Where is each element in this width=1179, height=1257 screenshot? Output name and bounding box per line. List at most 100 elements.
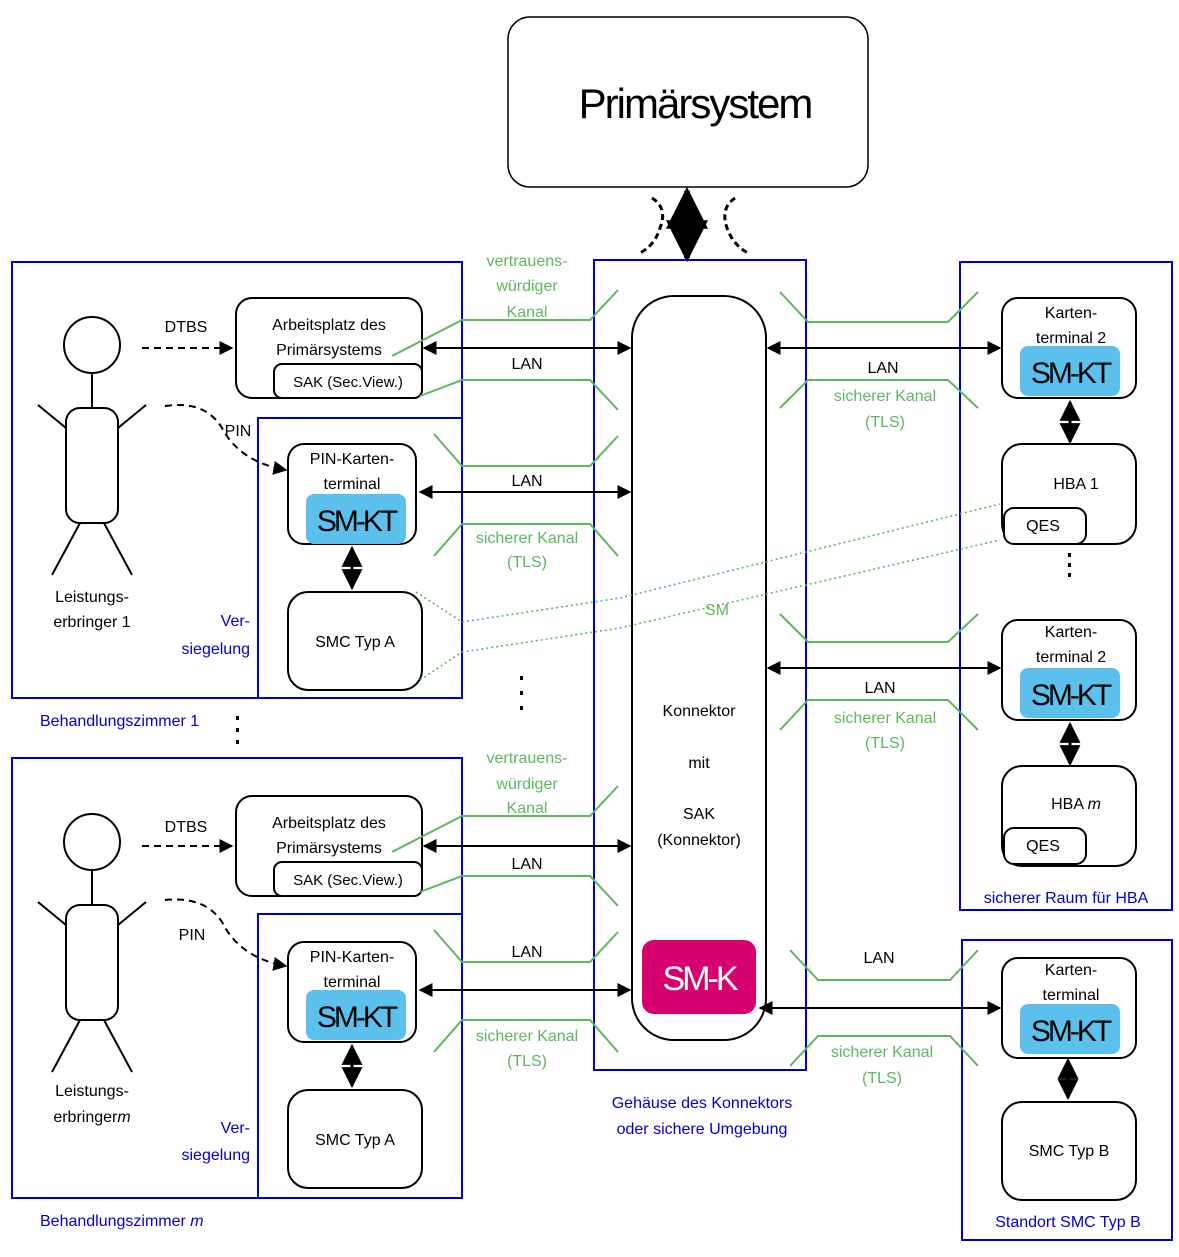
roomm-label: Behandlungszimmer m [40, 1213, 204, 1230]
room1-label: Behandlungszimmer 1 [40, 713, 199, 730]
roomm-pin-label: PIN [179, 927, 206, 944]
smcb-box [1001, 1101, 1137, 1201]
room1-smc-box [287, 591, 423, 691]
roomm-sm-kt-module [306, 990, 406, 1040]
room1-smc-label: SMC Typ A [315, 634, 395, 651]
roomm-person-label-2-var: m [117, 1109, 130, 1126]
roomm-workplace-label-1: Arbeitsplatz des [272, 815, 386, 832]
roomm-person-label-2: erbringerm [53, 1109, 130, 1126]
room1-pin-label: PIN [225, 423, 252, 440]
room1-secure-label-2: (TLS) [507, 554, 547, 571]
hba1-lan-label: LAN [867, 360, 898, 377]
smcb-secure-label-1: sicherer Kanal [831, 1044, 933, 1061]
hba-terminal1-label-1: Karten- [1045, 305, 1097, 322]
room1-pin-arrow [164, 404, 288, 475]
roomm-trusted-label-3: Kanal [507, 800, 548, 817]
roomm-trusted-label-1: vertrauens- [487, 750, 568, 767]
room1-pin-terminal-label-2: terminal [324, 476, 381, 493]
hba-terminal1-sm-kt-label: SM-KT [1031, 357, 1112, 390]
hba1-qes-label: QES [1026, 518, 1060, 535]
room1-sm-kt-label: SM-KT [317, 505, 398, 538]
roomm-sm-kt-label: SM-KT [317, 1001, 398, 1034]
smcb-terminal-label-2: terminal [1043, 987, 1100, 1004]
roomm-pin-arrow [164, 898, 288, 971]
roomm-seal-frame [257, 913, 463, 1199]
hbam-secure-label-2: (TLS) [865, 735, 905, 752]
roomm-label-text: Behandlungszimmer [40, 1213, 190, 1230]
vertical-ellipsis-middle [520, 676, 523, 710]
room1-person [37, 316, 147, 576]
room1-trusted-label-1: vertrauens- [487, 253, 568, 270]
hba-terminal2-sm-kt-label: SM-KT [1031, 679, 1112, 712]
roomm-person [37, 813, 147, 1073]
roomm-seal-label-2: siegelung [182, 1147, 251, 1164]
roomm-seal-label-1: Ver- [221, 1120, 250, 1137]
hbam-lan-label: LAN [864, 680, 895, 697]
sm-k-label: SM-K [663, 960, 739, 998]
roomm-pin-terminal-label-2: terminal [324, 974, 381, 991]
smcb-sm-kt-label: SM-KT [1031, 1015, 1112, 1048]
sm-k-module [642, 940, 756, 1014]
vertical-ellipsis-left [236, 716, 239, 744]
smcb-secure-label-2: (TLS) [862, 1070, 902, 1087]
hba-terminal2-sm-kt [1020, 668, 1120, 718]
roomm-sak-box [273, 861, 423, 897]
room1-sm-kt-module [306, 494, 406, 544]
roomm-pin-terminal-label-1: PIN-Karten- [310, 949, 394, 966]
smcb-sm-kt [1020, 1004, 1120, 1054]
primary-system-label: Primärsystem [579, 80, 812, 127]
hbam-secure-label-1: sicherer Kanal [834, 710, 936, 727]
connector-line-2: mit [688, 755, 710, 772]
room1-workplace-label-1: Arbeitsplatz des [272, 317, 386, 334]
hbam-label-var: m [1088, 796, 1101, 813]
roomm-person-label-2-text: erbringer [53, 1109, 118, 1126]
roomm-sak-label: SAK (Sec.View.) [293, 872, 403, 889]
hbam-qes-label: QES [1026, 838, 1060, 855]
roomm-workplace-label-2: Primärsystems [276, 840, 382, 857]
left-dashed-bracket [639, 196, 665, 255]
hba-terminal2-label-2: terminal 2 [1036, 649, 1106, 666]
room1-lan-label-2: LAN [511, 473, 542, 490]
hbam-label: HBA m [1051, 796, 1101, 813]
room1-sak-box [273, 363, 423, 399]
connector-line-3: SAK [683, 806, 715, 823]
room1-seal-label-2: siegelung [182, 641, 251, 658]
room1-dtbs-label: DTBS [165, 319, 208, 336]
smc-b-site-frame [961, 939, 1173, 1241]
room1-trusted-label-3: Kanal [507, 304, 548, 321]
connector-line-4: (Konnektor) [657, 832, 741, 849]
roomm-dtbs-label: DTBS [165, 819, 208, 836]
roomm-lan-label-1: LAN [511, 856, 542, 873]
smcb-terminal-label-1: Karten- [1045, 962, 1097, 979]
hba1-label: HBA 1 [1053, 476, 1098, 493]
enclosure-label-1: Gehäuse des Konnektors [612, 1095, 793, 1112]
hba-terminal2-label-1: Karten- [1045, 624, 1097, 641]
sm-label: SM [705, 602, 729, 619]
hbam-label-text: HBA [1051, 796, 1087, 813]
roomm-label-var: m [190, 1213, 203, 1230]
hba-terminal1-label-2: terminal 2 [1036, 330, 1106, 347]
smcb-label: SMC Typ B [1029, 1143, 1110, 1160]
hba-terminal1-sm-kt [1020, 346, 1120, 396]
smcb-site-label: Standort SMC Typ B [995, 1214, 1141, 1231]
room1-workplace-label-2: Primärsystems [276, 342, 382, 359]
roomm-person-label-1: Leistungs- [55, 1083, 129, 1100]
roomm-lan-label-2: LAN [511, 944, 542, 961]
hba-room-frame [959, 261, 1173, 911]
hba1-qes-box [1003, 507, 1087, 545]
connector-line-1: Konnektor [663, 703, 737, 720]
hba-room-label: sicherer Raum für HBA [984, 890, 1149, 907]
hba1-secure-label-1: sicherer Kanal [834, 388, 936, 405]
room1-secure-label-1: sicherer Kanal [476, 530, 578, 547]
roomm-smc-box [287, 1089, 423, 1189]
roomm-smc-label: SMC Typ A [315, 1132, 395, 1149]
hbam-qes-box [1003, 827, 1087, 865]
right-dashed-bracket [723, 196, 749, 255]
room1-person-label-2: erbringer 1 [53, 614, 130, 631]
roomm-secure-label-1: sicherer Kanal [476, 1028, 578, 1045]
smcb-lan-label: LAN [863, 950, 894, 967]
room1-sak-label: SAK (Sec.View.) [293, 374, 403, 391]
roomm-trusted-label-2: würdiger [495, 776, 558, 793]
